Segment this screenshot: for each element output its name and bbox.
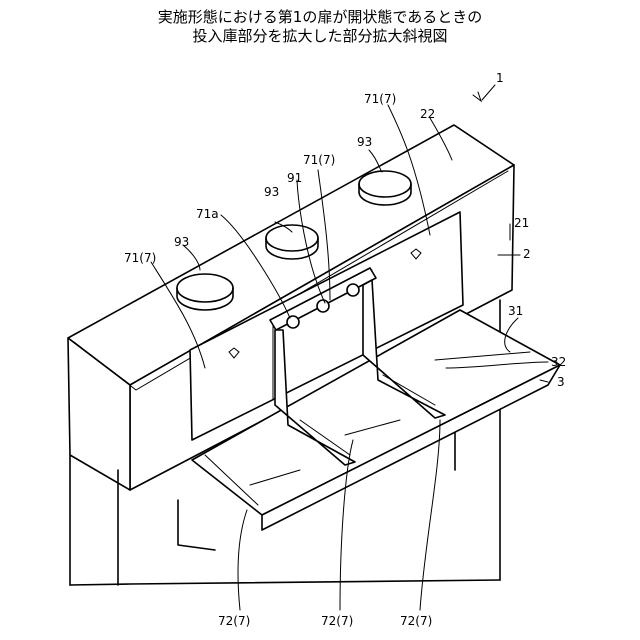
- label-ref-72-left: 72(7): [218, 614, 250, 628]
- label-ref-71-left: 71(7): [124, 251, 156, 265]
- label-ref-71a: 71a: [196, 207, 219, 221]
- label-ref-31: 31: [508, 304, 523, 318]
- label-ref-32: 32: [551, 355, 566, 369]
- label-ref-72-right: 72(7): [400, 614, 432, 628]
- label-ref-91: 91: [287, 171, 302, 185]
- label-ref-93-middle: 93: [264, 185, 279, 199]
- label-ref-22: 22: [420, 107, 435, 121]
- label-ref-21: 21: [514, 216, 529, 230]
- label-ref-72-middle: 72(7): [321, 614, 353, 628]
- label-ref-93-left: 93: [174, 235, 189, 249]
- label-ref-93-right: 93: [357, 135, 372, 149]
- label-ref-3: 3: [557, 375, 565, 389]
- label-ref-1: 1: [496, 71, 504, 85]
- label-ref-71-right: 71(7): [364, 92, 396, 106]
- label-ref-2: 2: [523, 247, 531, 261]
- label-ref-71-middle: 71(7): [303, 153, 335, 167]
